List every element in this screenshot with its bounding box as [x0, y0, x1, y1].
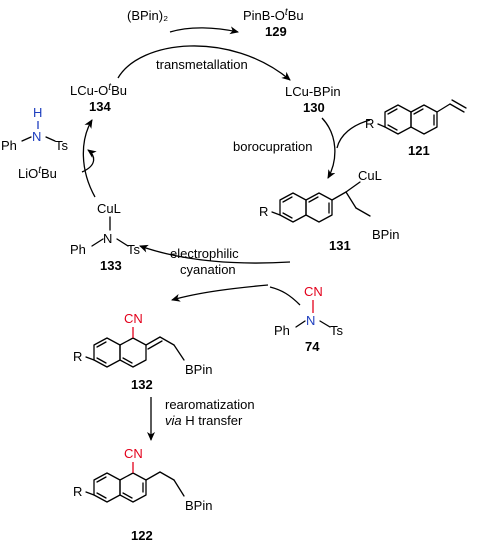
compound-131-number: 131: [329, 238, 351, 253]
borocupration-label: borocupration: [233, 139, 313, 154]
alkylcopper-bpin: BPin: [372, 227, 399, 242]
ncts-n: N: [306, 313, 315, 328]
amide-cul: CuL: [97, 201, 121, 216]
liotbu-label: LiOtBu: [18, 165, 57, 181]
alkylcopper-r: R: [259, 204, 268, 219]
electrophilic-label: electrophilic: [170, 246, 239, 261]
dearom-bpin: BPin: [185, 362, 212, 377]
transmetallation-label: transmetallation: [156, 57, 248, 72]
cyanation-label: cyanation: [180, 262, 236, 277]
sulfonamide-n: N: [32, 129, 41, 144]
compound-130-number: 130: [303, 100, 325, 115]
ncts-in-arrow: [269, 286, 301, 306]
133-to-134-arrow: [82, 119, 96, 198]
product-r: R: [73, 484, 82, 499]
dearom-cn: CN: [124, 311, 143, 326]
alkylcopper-cul: CuL: [358, 168, 382, 183]
sulfonamide-ph: Ph: [1, 138, 17, 153]
compound-129-number: 129: [265, 24, 287, 39]
vinylnaphthalene-r: R: [365, 116, 374, 131]
ncts-ts: Ts: [330, 323, 344, 338]
htransfer-label: via H transfer: [165, 413, 243, 428]
pinb-otbu-label: PinB-OtBu: [243, 7, 304, 23]
cyanation-to-133-arrow: [139, 244, 291, 264]
alkylcopper-131: R CuL BPin 131: [259, 168, 399, 253]
lcu-otbu-label: LCu-OtBu: [70, 82, 127, 98]
product-cn: CN: [124, 446, 143, 461]
bpin2-in-arrow: [169, 26, 239, 35]
compound-134-number: 134: [89, 99, 111, 114]
substrate-121-in-arrow: [336, 119, 371, 149]
ncts-cn: CN: [304, 284, 323, 299]
compound-122-number: 122: [131, 528, 153, 543]
lcu-bpin-label: LCu-BPin: [285, 84, 341, 99]
rearomatization-label: rearomatization: [165, 397, 255, 412]
transmetallation-arrow: [117, 45, 291, 81]
bpin2-reagent: (BPin)₂: [127, 8, 168, 23]
amide-n: N: [103, 231, 112, 246]
compound-74-number: 74: [305, 339, 320, 354]
borocupration-arrow: [321, 117, 336, 179]
amide-ts: Ts: [127, 242, 141, 257]
compound-121-number: 121: [408, 143, 430, 158]
dearom-r: R: [73, 349, 82, 364]
ncts-ph: Ph: [274, 323, 290, 338]
amide-ph: Ph: [70, 242, 86, 257]
sulfonamide-h: H: [33, 105, 42, 120]
sulfonamide-phnhts: H N Ph Ts: [1, 105, 69, 153]
sulfonamide-ts: Ts: [55, 138, 69, 153]
compound-133-number: 133: [100, 258, 122, 273]
product-122: CN R BPin 122: [73, 446, 212, 543]
vinylnaphthalene-121: R 121: [365, 99, 467, 158]
ncts-reagent-74: CN N Ph Ts 74: [274, 284, 344, 354]
dearomatized-132: CN R BPin 132: [73, 311, 212, 392]
compound-132-number: 132: [131, 377, 153, 392]
copper-amide-133: CuL N Ph Ts 133: [70, 201, 141, 273]
product-bpin: BPin: [185, 498, 212, 513]
cyanation-to-132-arrow: [171, 284, 269, 302]
